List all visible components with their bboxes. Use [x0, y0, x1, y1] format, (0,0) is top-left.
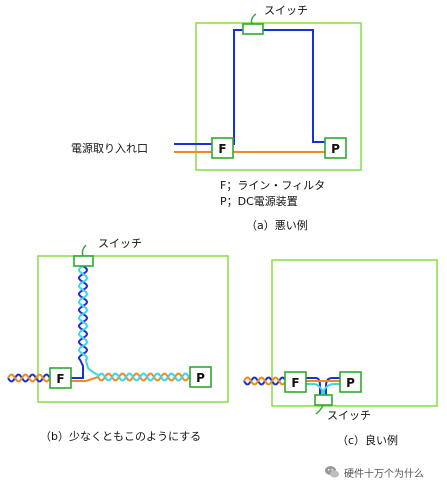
- diagram-c: F P スイッチ （c）良い例: [243, 259, 438, 447]
- diagram-b-inlet-wire-orange: [7, 373, 51, 383]
- diagram-c-psu-label: P: [346, 376, 355, 390]
- wechat-icon: [325, 466, 339, 478]
- diagram-a-filter-label: F: [218, 142, 226, 156]
- diagram-a-legend-p: P；DC電源装置: [220, 194, 298, 208]
- diagram-c-enclosure: [271, 259, 438, 407]
- diagram-b: スイッチ F P （b）少なくともこのようにする: [7, 237, 229, 443]
- diagram-b-filter: [49, 367, 72, 389]
- diagram-a-psu: [324, 137, 347, 159]
- diagram-a-filter: [211, 137, 234, 159]
- diagram-a-switch-label: スイッチ: [264, 4, 308, 17]
- diagram-b-switch: [73, 255, 94, 267]
- diagram-c-switch-lever: [315, 404, 324, 415]
- diagram-a-psu-label: P: [331, 142, 340, 156]
- diagram-c-filter: [284, 371, 307, 393]
- diagram-b-switch-lever: [81, 244, 87, 257]
- diagram-a-legend-f: F；ライン・フィルタ: [220, 179, 325, 192]
- diagram-a-switch: [242, 23, 264, 35]
- diagram-c-filter-label: F: [291, 376, 299, 390]
- diagram-c-switch-return-cyan: [323, 383, 340, 396]
- diagram-c-caption: （c）良い例: [337, 433, 398, 447]
- diagram-a-caption: （a）悪い例: [246, 218, 308, 232]
- diagram-c-psu: [339, 371, 362, 393]
- diagram-b-switch-label: スイッチ: [98, 237, 142, 250]
- watermark: 硬件十万个为什么: [324, 462, 444, 482]
- diagram-b-caption: （b）少なくともこのようにする: [40, 430, 201, 443]
- diagram-a-inlet-label: 電源取り入れ口: [71, 141, 148, 155]
- diagram-b-psu-label: P: [196, 371, 205, 385]
- watermark-text: 硬件十万个为什么: [344, 468, 424, 480]
- diagram-b-switch-wire-cyan: [77, 265, 99, 376]
- diagram-a-enclosure: [195, 22, 362, 171]
- diagram-c-switch-label: スイッチ: [327, 409, 371, 422]
- diagram-c-switch-wire-cyan: [306, 383, 323, 396]
- diagram-a: スイッチ 電源取り入れ口 F P F；ライン・フィルタ P；DC電源装置 （a）…: [71, 4, 362, 232]
- diagram-b-output-wire-cyan: [97, 372, 191, 382]
- diagram-b-psu: [189, 366, 212, 388]
- diagram-c-inlet-wire-orange: [243, 376, 286, 386]
- diagram-c-switch: [314, 394, 333, 406]
- diagram-a-switch-lever: [250, 13, 257, 25]
- diagram-b-filter-label: F: [56, 372, 64, 386]
- diagram-b-enclosure: [37, 255, 229, 403]
